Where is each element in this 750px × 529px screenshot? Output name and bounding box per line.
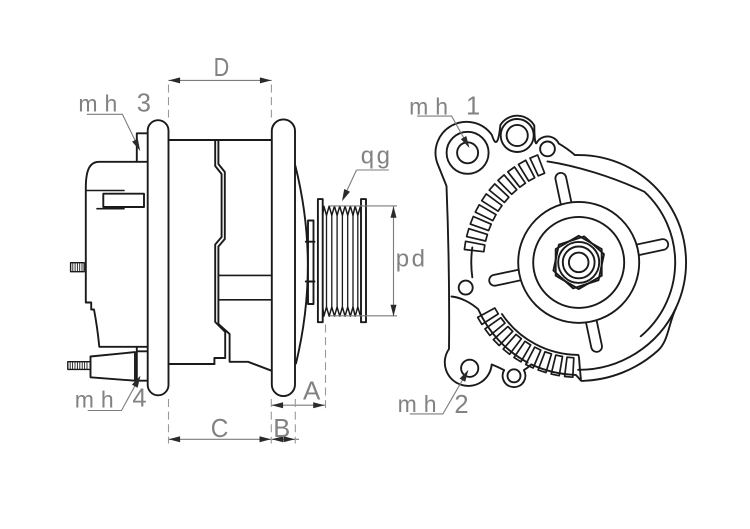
svg-text:qg: qg xyxy=(361,143,393,170)
svg-text:4: 4 xyxy=(132,385,146,413)
svg-text:2: 2 xyxy=(454,391,468,419)
svg-text:B: B xyxy=(273,413,290,443)
svg-text:C: C xyxy=(211,413,229,443)
svg-text:mh: mh xyxy=(398,391,444,417)
svg-text:mh: mh xyxy=(78,90,124,116)
svg-text:A: A xyxy=(303,376,321,406)
svg-text:D: D xyxy=(214,52,230,82)
svg-text:1: 1 xyxy=(466,92,480,120)
svg-text:3: 3 xyxy=(137,89,151,117)
svg-text:mh: mh xyxy=(409,93,455,119)
svg-text:mh: mh xyxy=(75,387,121,413)
svg-text:pd: pd xyxy=(396,246,428,273)
